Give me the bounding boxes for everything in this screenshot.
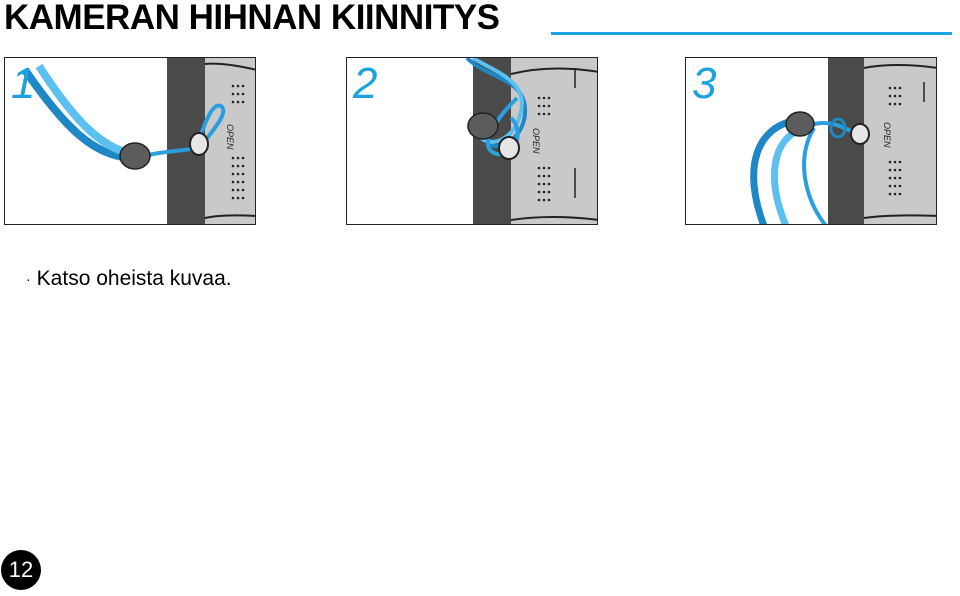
step-1-illustration: OPEN 1 — [4, 57, 256, 225]
speaker-grille — [537, 96, 551, 202]
strap-eyelet — [189, 132, 209, 156]
speaker-grille — [888, 86, 902, 196]
strap-clip — [785, 111, 815, 137]
open-label: OPEN — [882, 122, 892, 148]
step-number-2: 2 — [353, 59, 378, 108]
page-number-badge: 12 — [1, 550, 41, 590]
caption-text: Katso oheista kuvaa. — [36, 267, 232, 290]
caption-bullet: · — [26, 271, 31, 288]
open-label: OPEN — [225, 124, 235, 150]
open-label: OPEN — [531, 128, 541, 154]
step-3-drawing: OPEN — [750, 58, 936, 224]
step-2-illustration: OPEN 2 — [346, 57, 598, 225]
step-1-drawing: OPEN — [21, 58, 255, 224]
instruction-caption: · Katso oheista kuvaa. — [26, 267, 232, 291]
strap-clip — [467, 112, 499, 140]
step-2-drawing: OPEN — [465, 58, 597, 224]
title-rule — [551, 32, 952, 35]
step-number-1: 1 — [11, 59, 36, 108]
strap-eyelet — [498, 136, 520, 160]
strap-eyelet — [850, 123, 870, 145]
camera-body — [511, 58, 597, 224]
camera-body — [205, 58, 255, 224]
speaker-grille — [231, 84, 245, 200]
camera-body — [864, 58, 936, 224]
step-3-illustration: OPEN 3 — [685, 57, 937, 225]
strap-clip — [119, 142, 151, 170]
page-title: KAMERAN HIHNAN KIINNITYS — [4, 0, 500, 37]
step-number-3: 3 — [692, 59, 717, 108]
